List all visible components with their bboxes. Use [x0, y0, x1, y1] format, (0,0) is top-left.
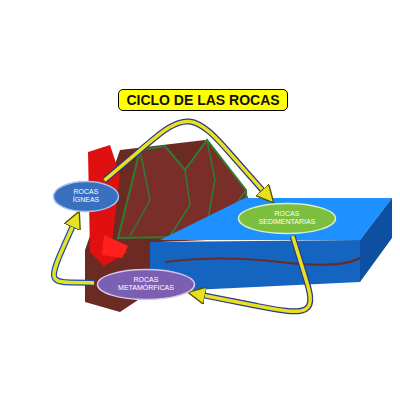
- ellipse-shape: [54, 181, 119, 211]
- magma: [102, 235, 128, 258]
- arrow-body: [104, 121, 269, 197]
- cycle-arrow: [195, 236, 310, 311]
- node-label: ROCAS ÍGNEAS: [66, 188, 106, 204]
- arrow-outline: [104, 121, 269, 197]
- sea-surface: [160, 198, 392, 240]
- cycle-arrow: [54, 218, 94, 283]
- node-label: ROCAS METAMÓRFICAS: [115, 276, 177, 292]
- arrow-outline: [195, 236, 310, 311]
- metamorphic-rock-node: ROCAS METAMÓRFICAS: [96, 268, 196, 301]
- sea-side: [360, 198, 392, 282]
- sediment-layer: [165, 258, 360, 265]
- node-label: ROCAS SEDIMENTARIAS: [256, 210, 318, 226]
- arrow-body: [195, 236, 310, 311]
- igneous-rock-node: ROCAS ÍGNEAS: [52, 180, 120, 213]
- ellipse-shape: [239, 203, 336, 233]
- cycle-arrow: [104, 121, 269, 197]
- ellipse-shape: [98, 269, 195, 299]
- title-banner: CICLO DE LAS ROCAS: [118, 89, 287, 111]
- arrow-outline: [54, 218, 94, 283]
- sedimentary-rock-node: ROCAS SEDIMENTARIAS: [237, 202, 337, 235]
- arrow-body: [54, 218, 94, 283]
